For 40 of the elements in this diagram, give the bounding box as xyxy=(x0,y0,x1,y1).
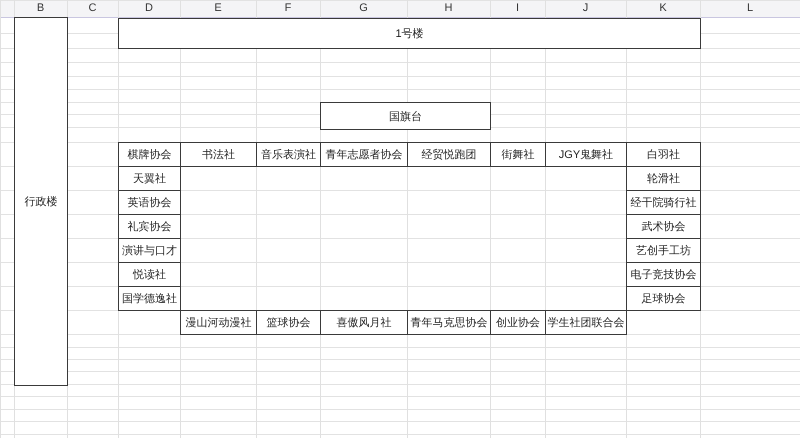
booth-cell: 白羽社 xyxy=(626,142,701,167)
booth-cell: 轮滑社 xyxy=(626,166,701,191)
booth-cell: 足球协会 xyxy=(626,286,701,311)
booth-cell: 演讲与口才 xyxy=(118,238,181,263)
column-letter: G xyxy=(358,1,369,16)
column-letter: B xyxy=(36,1,46,16)
booth-cell: 音乐表演社 xyxy=(256,142,321,167)
column-letter: K xyxy=(658,1,668,16)
booth-cell: 经干院骑行社 xyxy=(626,190,701,215)
booth-cell: 英语协会 xyxy=(118,190,181,215)
column-letter: J xyxy=(582,1,590,16)
booth-cell: 艺创手工坊 xyxy=(626,238,701,263)
booth-cell: 创业协会 xyxy=(490,310,546,335)
booth-cell: 棋牌协会 xyxy=(118,142,181,167)
flag-platform-box: 国旗台 xyxy=(320,102,491,130)
column-letter: E xyxy=(213,1,223,16)
booth-cell: 国学德逸社 xyxy=(118,286,181,311)
column-letter: I xyxy=(514,1,520,16)
booth-cell: 青年马克思协会 xyxy=(407,310,491,335)
booth-cell: 喜傲风月社 xyxy=(320,310,408,335)
column-letter: F xyxy=(284,1,292,16)
column-letter: L xyxy=(746,1,754,16)
booth-cell: 经贸悦跑团 xyxy=(407,142,491,167)
column-letter: H xyxy=(444,1,454,16)
booth-cell: 青年志愿者协会 xyxy=(320,142,408,167)
building-box: 行政楼 xyxy=(14,17,68,386)
booth-cell: 悦读社 xyxy=(118,262,181,287)
booth-cell: 武术协会 xyxy=(626,214,701,239)
column-letter: D xyxy=(144,1,154,16)
booth-cell: 漫山河动漫社 xyxy=(180,310,257,335)
booth-cell: 学生社团联合会 xyxy=(545,310,627,335)
column-letter: C xyxy=(88,1,98,16)
booth-cell: 书法社 xyxy=(180,142,257,167)
booth-cell: 篮球协会 xyxy=(256,310,321,335)
building-box: 1号楼 xyxy=(118,18,701,49)
booth-cell: 礼宾协会 xyxy=(118,214,181,239)
booth-cell: 天翼社 xyxy=(118,166,181,191)
booth-cell: 电子竞技协会 xyxy=(626,262,701,287)
booth-cell: JGY鬼舞社 xyxy=(545,142,627,167)
booth-cell: 街舞社 xyxy=(490,142,546,167)
